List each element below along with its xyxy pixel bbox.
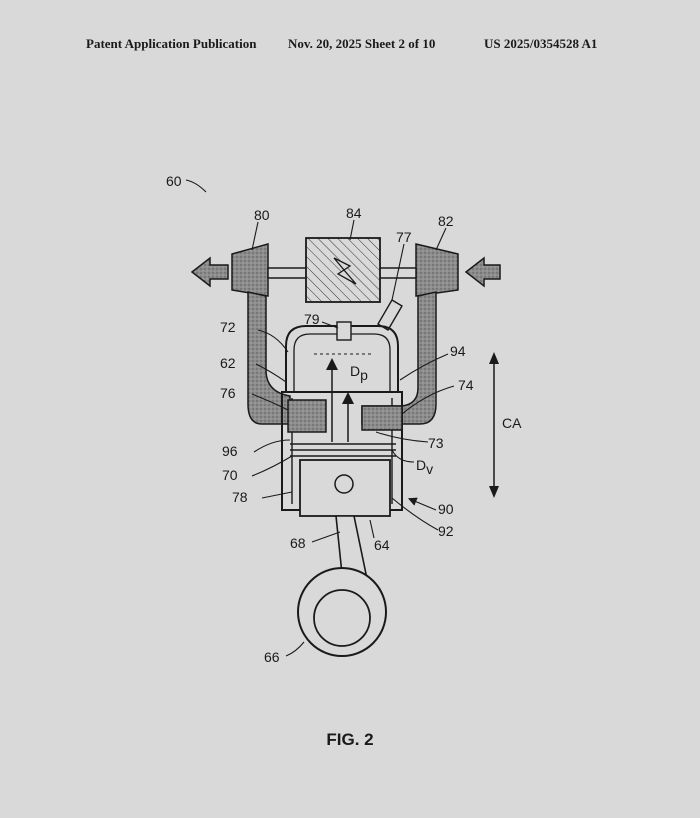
crankshaft-inner (313, 589, 371, 647)
piston-pin (334, 474, 354, 494)
label-dv-main: D (416, 457, 426, 473)
label-dp: Dp (350, 363, 368, 383)
exhaust-duct (247, 291, 291, 425)
combustion-chamber (293, 333, 391, 392)
label-82: 82 (438, 213, 454, 229)
cylinder-axis-arrow-top (489, 352, 499, 364)
label-78: 78 (232, 489, 248, 505)
figure-caption: FIG. 2 (326, 730, 374, 749)
label-90: 90 (438, 501, 454, 517)
label-60: 60 (166, 173, 182, 189)
label-76: 76 (220, 385, 236, 401)
leader-lines (185, 179, 455, 657)
label-92: 92 (438, 523, 454, 539)
publication-date-sheet: Nov. 20, 2025 Sheet 2 of 10 (288, 36, 436, 51)
page-header: Patent Application Publication Nov. 20, … (0, 36, 700, 56)
label-66: 66 (264, 649, 280, 665)
label-70: 70 (222, 467, 238, 483)
intake-valve-74 (361, 405, 403, 431)
label-80: 80 (254, 207, 270, 223)
label-74: 74 (458, 377, 474, 393)
label-94: 94 (450, 343, 466, 359)
connecting-rod-68 (335, 515, 367, 575)
label-64: 64 (374, 537, 390, 553)
label-68: 68 (290, 535, 306, 551)
label-73: 73 (428, 435, 444, 451)
intake-flow-arrow (464, 256, 501, 288)
label-62: 62 (220, 355, 236, 371)
label-79: 79 (304, 311, 320, 327)
label-ca: CA (502, 415, 522, 431)
exhaust-flow-arrow (190, 256, 229, 288)
label-dp-main: D (350, 363, 360, 379)
injector-79 (336, 321, 352, 341)
label-72: 72 (220, 319, 236, 335)
lightning-icon (333, 257, 357, 285)
label-dv-sub: v (426, 461, 433, 477)
publication-title: Patent Application Publication (86, 36, 257, 51)
spark-plug-77 (377, 299, 403, 331)
publication-number: US 2025/0354528 A1 (484, 36, 598, 51)
compressor-82 (415, 243, 459, 297)
cylinder-axis-arrow-bottom (489, 486, 499, 498)
label-dp-sub: p (360, 367, 368, 383)
exhaust-valve-76 (287, 399, 327, 433)
turbine-80 (231, 243, 269, 297)
label-77: 77 (396, 229, 412, 245)
label-dv: Dv (416, 457, 433, 477)
label-84: 84 (346, 205, 362, 221)
label-96: 96 (222, 443, 238, 459)
